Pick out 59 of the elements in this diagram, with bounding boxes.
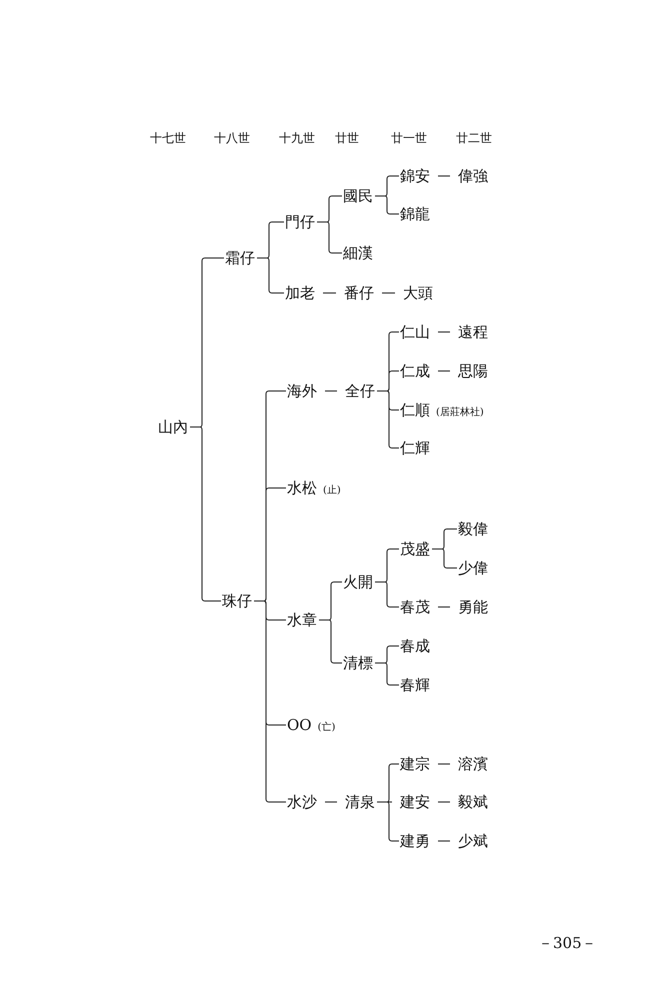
person-name: 大頭 [403,284,433,302]
generation-header: 十七世 [150,130,186,147]
person-name: 偉強 [458,167,488,185]
page-number: －305－ [538,934,597,953]
person-name: 溶濱 [458,755,488,773]
name-note: (止) [323,485,341,497]
person-name: 勇能 [458,598,488,616]
generation-header: 廿二世 [456,130,492,147]
person-name: 仁輝 [400,439,430,457]
person-name: 番仔 [344,284,374,302]
person-name: 細漢 [343,244,373,262]
person-name: 少斌 [458,832,488,850]
person-name: 遠程 [458,323,488,341]
person-name: 國民 [343,187,373,205]
person-name: 山內 [158,418,188,436]
person-name: 建安 [400,793,430,811]
person-name: 清泉 [345,793,375,811]
tree-connector [438,840,450,842]
tree-connector [322,292,336,294]
person-name: 茂盛 [400,540,430,558]
person-name: 海外 [287,382,317,400]
tree-connector [254,600,286,802]
person-name: 水松 [287,479,317,497]
person-name: 全仔 [345,382,375,400]
person-name: 水章 [287,611,317,629]
person-name: 水沙 [287,793,317,811]
person-name: 火開 [343,573,373,591]
person-name: 錦安 [400,167,430,185]
person-name: 毅斌 [458,793,488,811]
person-name: 春成 [400,637,430,655]
person-name: 春輝 [400,676,430,694]
person-name: 少偉 [458,559,488,577]
tree-connector [190,426,222,602]
name-note: (亡) [318,722,336,734]
person-name: 清標 [343,654,373,672]
generation-header: 廿世 [335,130,359,147]
generation-header: 十九世 [279,130,315,147]
person-name: 思陽 [458,362,488,380]
generation-header: 十八世 [214,130,250,147]
person-name: 毅偉 [458,520,488,538]
person-name: 錦龍 [400,205,430,223]
person-name: 仁山 [400,323,430,341]
person-name: 仁成 [400,362,430,380]
person-name: 珠仔 [222,592,252,610]
tree-connector [438,370,450,372]
person-name: 加老 [285,284,315,302]
person-name: 建宗 [400,755,430,773]
tree-connector [256,258,284,294]
tree-connector [438,606,450,608]
person-name: 門仔 [285,213,315,231]
generation-header: 廿一世 [391,130,427,147]
person-name: 仁順 [400,401,430,419]
tree-connector [382,292,396,294]
tree-connector [324,390,338,392]
name-note: (居莊林社) [436,407,484,419]
person-name: 霜仔 [225,249,255,267]
person-name: 建勇 [400,832,430,850]
person-name: 春茂 [400,598,430,616]
person-name: OO [287,716,312,734]
